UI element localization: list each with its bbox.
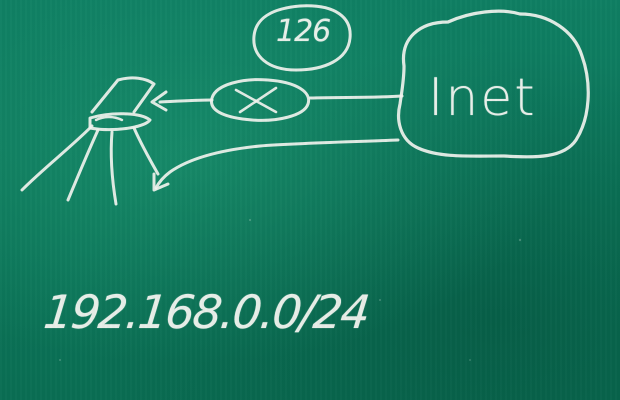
cloud-icon: [396, 9, 590, 159]
router-internet-link: [308, 94, 404, 100]
network-address-label: 192.168.0.0/24: [41, 285, 371, 339]
router-label-circle: [252, 4, 352, 72]
arrow-icon: [150, 90, 214, 112]
internet-label: Inet: [428, 68, 537, 128]
access-point-icon: [20, 76, 160, 206]
router-icon: [210, 78, 311, 122]
router-label: 126: [276, 14, 331, 49]
return-arrow-icon: [152, 138, 400, 192]
chalk-dust: [59, 218, 522, 361]
